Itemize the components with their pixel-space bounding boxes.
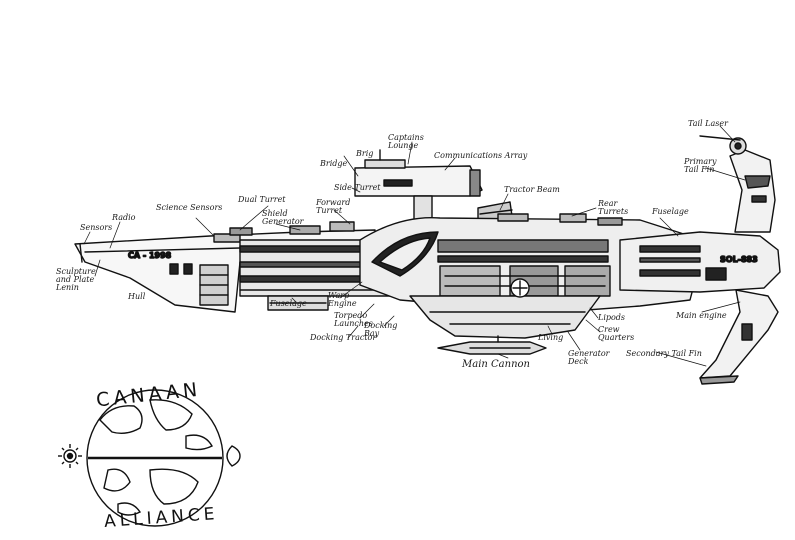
label-warp-engine: Warp Engine bbox=[328, 291, 357, 308]
secondary-tail-fin bbox=[699, 289, 779, 379]
label-fuselage-top: Fuselage bbox=[652, 207, 689, 216]
label-rear-turrets: Rear Turrets bbox=[598, 199, 629, 216]
label-lipods: Lipods bbox=[598, 313, 626, 322]
canaan-alliance-logo bbox=[58, 389, 241, 527]
label-captains-lounge: Captains Lounge bbox=[388, 133, 424, 150]
label-living: Living bbox=[538, 333, 564, 342]
moon-icon bbox=[226, 445, 241, 467]
lower-saucer bbox=[409, 295, 601, 339]
label-secondary-tail-fin: Secondary Tail Fin bbox=[626, 349, 702, 358]
label-forward-turret: Forward Turret bbox=[316, 198, 351, 215]
label-science-sensors: Science Sensors bbox=[156, 203, 223, 212]
label-communications-array: Communications Array bbox=[434, 151, 528, 160]
label-bridge: Bridge bbox=[320, 159, 348, 168]
label-tail-laser: Tail Laser bbox=[688, 119, 728, 128]
label-torpedo-launches: Torpedo Launches bbox=[334, 311, 373, 328]
label-side-turret: Side Turret bbox=[334, 183, 381, 192]
label-primary-tail-fin: Primary Tail Fin bbox=[684, 157, 717, 174]
label-main-engine: Main engine bbox=[676, 311, 727, 320]
primary-tail-fin bbox=[729, 149, 776, 233]
label-sensors: Sensors bbox=[80, 223, 113, 232]
label-docking-bay: Docking Bay bbox=[364, 321, 398, 338]
label-hull: Hull bbox=[128, 292, 146, 301]
label-tractor-beam: Tractor Beam bbox=[504, 185, 560, 194]
label-main-cannon: Main Cannon bbox=[462, 359, 530, 370]
label-radio: Radio bbox=[112, 213, 136, 222]
sun-icon bbox=[58, 444, 82, 468]
engine-marking-text: SOL-883 bbox=[720, 255, 758, 264]
label-generator-deck: Generator Deck bbox=[568, 349, 610, 366]
label-docking-tractor: Docking Tractor bbox=[310, 333, 377, 342]
label-fuselage-bottom: Fuselage bbox=[270, 299, 307, 308]
label-sculpture-plate: Sculpture and Plate Lenin bbox=[56, 267, 96, 292]
label-shield-generator: Shield Generator bbox=[262, 209, 304, 226]
label-dual-turret: Dual Turret bbox=[238, 195, 286, 204]
registry-text: CA - 1998 bbox=[128, 251, 172, 260]
label-brig: Brig bbox=[356, 149, 374, 158]
label-crew-quarters: Crew Quarters bbox=[598, 325, 635, 342]
